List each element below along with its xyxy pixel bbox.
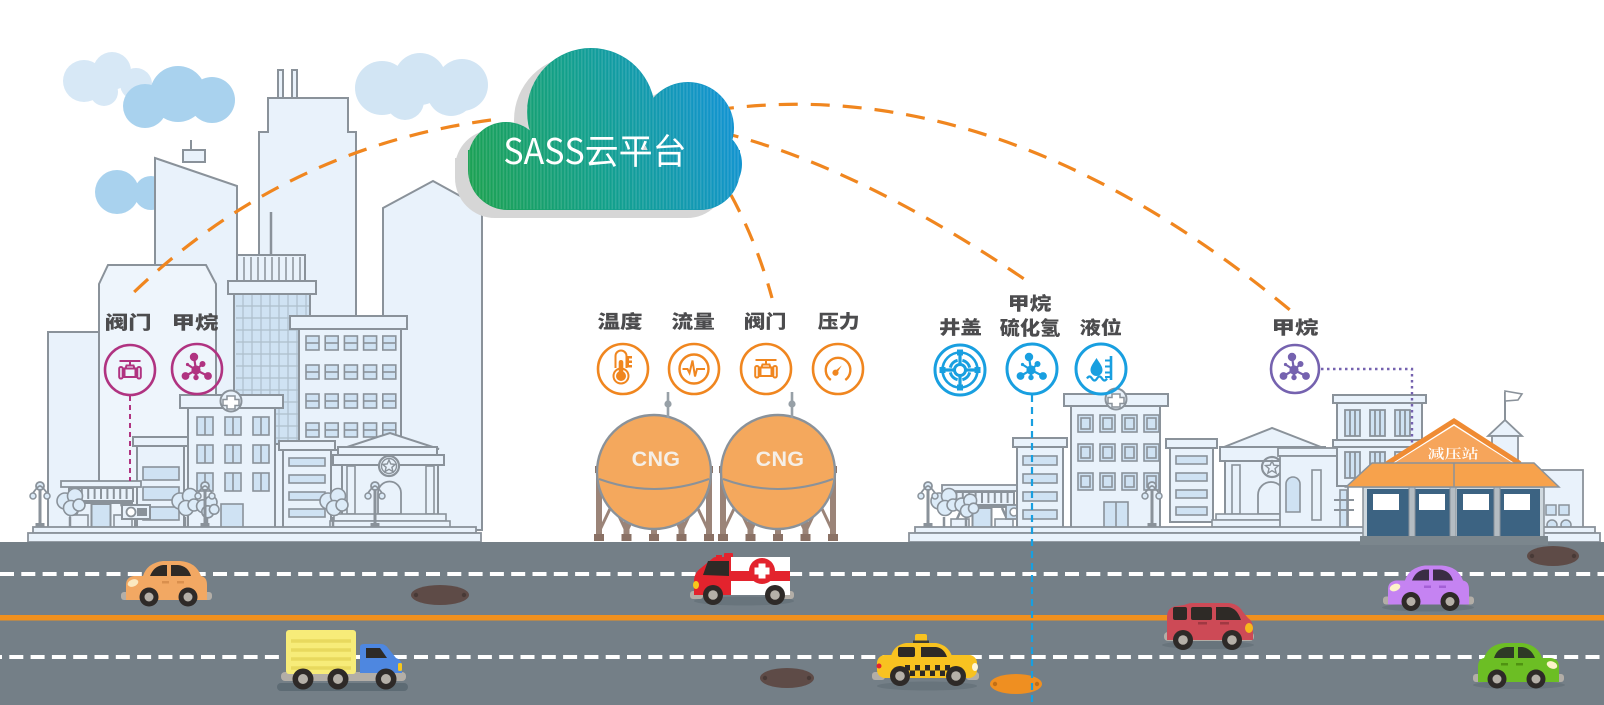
svg-text:CNG: CNG bbox=[632, 447, 681, 471]
svg-text:CNG: CNG bbox=[756, 447, 805, 471]
